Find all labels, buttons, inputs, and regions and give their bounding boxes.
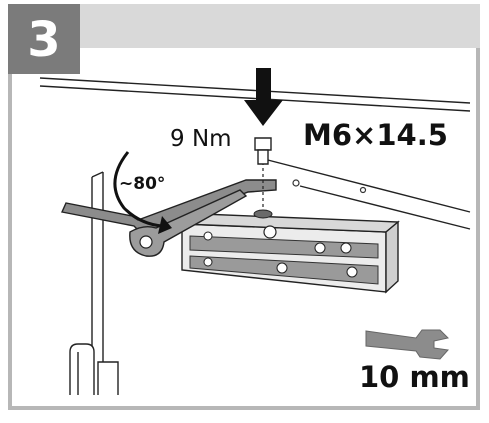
door-closer-body bbox=[181, 213, 400, 294]
push-down-arrow-icon bbox=[244, 68, 283, 126]
rotation-arrowhead-icon bbox=[158, 216, 172, 234]
step-number-badge: 3 bbox=[8, 4, 80, 74]
mounting-holes bbox=[292, 179, 367, 194]
wrench-icon bbox=[365, 329, 450, 360]
rotation-arrow-icon bbox=[113, 151, 163, 228]
screw-size-label: M6×14.5 bbox=[303, 118, 448, 152]
header-band bbox=[8, 4, 480, 48]
wrench-size-label: 10 mm bbox=[359, 360, 470, 394]
torque-label: 9 Nm bbox=[170, 126, 232, 152]
rotation-angle-label: ~80° bbox=[119, 174, 166, 194]
door-frame-lines bbox=[39, 77, 471, 230]
screw-icon bbox=[253, 137, 273, 219]
closer-arm bbox=[61, 179, 277, 257]
